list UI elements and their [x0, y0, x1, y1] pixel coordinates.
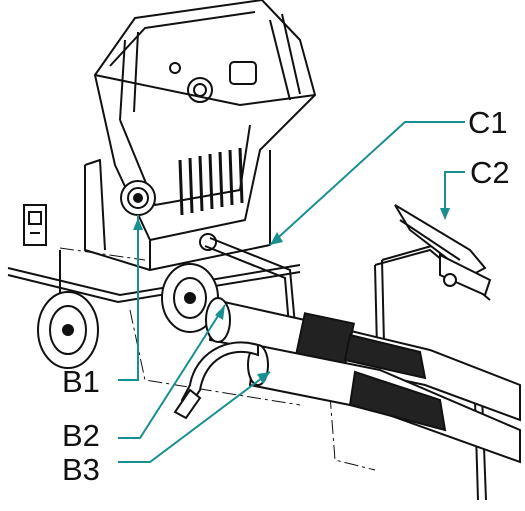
leader-c1 — [269, 121, 465, 246]
left-wheel — [37, 291, 99, 369]
euro-socket — [120, 180, 156, 216]
leader-lines — [118, 121, 465, 463]
leader-c2 — [444, 171, 465, 215]
callout-c1: C1 — [468, 105, 508, 140]
warning-label — [23, 204, 47, 246]
callout-b2: B2 — [62, 418, 100, 453]
center-lines — [59, 247, 376, 471]
leader-arrowheads — [133, 208, 450, 384]
leader-b2 — [118, 304, 226, 439]
callout-c2: C2 — [470, 155, 510, 190]
machine-housing — [84, 0, 316, 271]
callout-b1: B1 — [62, 364, 100, 399]
vent-grille — [178, 147, 244, 216]
welding-gun-neck — [173, 341, 259, 420]
cart-chassis — [7, 250, 301, 304]
callout-b3: B3 — [62, 452, 100, 487]
leader-b1 — [118, 215, 139, 381]
leader-b3 — [118, 371, 271, 463]
earth-clamp — [394, 204, 492, 297]
right-wheel — [161, 263, 219, 333]
